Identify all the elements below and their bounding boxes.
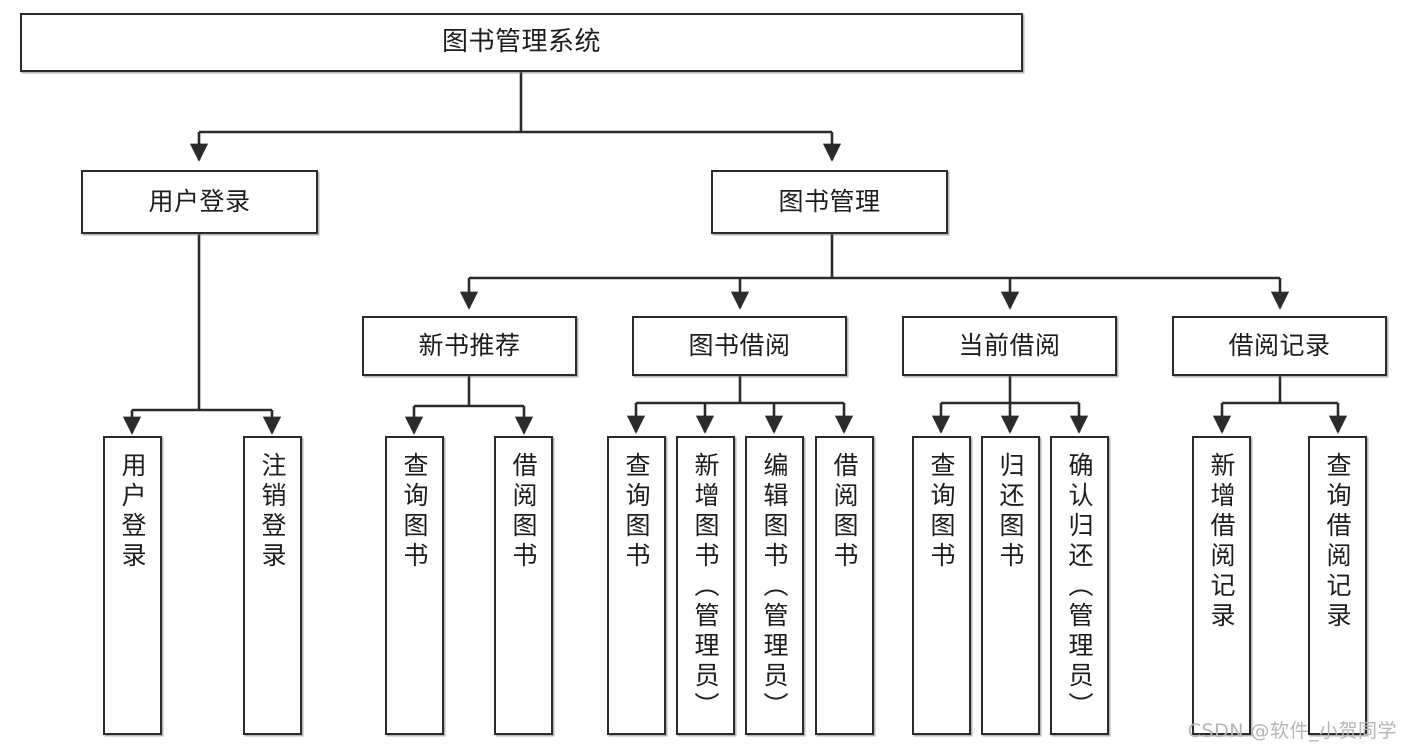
csdn-watermark: CSDN @软件_小贺同学	[1187, 720, 1397, 742]
node-current-borrow[interactable]: 当前借阅	[902, 316, 1117, 376]
leaf-logout[interactable]: 注销登录	[243, 436, 302, 735]
node-label: 查询借阅记录	[1323, 452, 1352, 632]
node-label: 用户登录	[118, 452, 147, 572]
node-label: 归还图书	[996, 452, 1025, 572]
node-book-borrow[interactable]: 图书借阅	[632, 316, 847, 376]
node-user-login[interactable]: 用户登录	[81, 170, 318, 234]
node-label: 借阅记录	[1228, 330, 1331, 360]
node-label: 查询图书	[622, 452, 651, 572]
node-label: 查询图书	[927, 452, 956, 572]
node-book-management[interactable]: 图书管理	[711, 170, 948, 234]
node-label: 新增借阅记录	[1207, 452, 1236, 632]
node-label: 确认归还（管理员）	[1065, 452, 1094, 722]
leaf-borrow-edit-book-admin[interactable]: 编辑图书（管理员）	[745, 436, 804, 735]
node-label: 图书管理系统	[441, 26, 601, 57]
leaf-records-query-record[interactable]: 查询借阅记录	[1308, 436, 1367, 735]
node-label: 查询图书	[400, 452, 429, 572]
leaf-current-confirm-return-admin[interactable]: 确认归还（管理员）	[1050, 436, 1109, 735]
leaf-newbook-query-books[interactable]: 查询图书	[385, 436, 444, 735]
leaf-user-login[interactable]: 用户登录	[103, 436, 162, 735]
node-label: 注销登录	[258, 452, 287, 572]
leaf-records-add-record[interactable]: 新增借阅记录	[1192, 436, 1251, 735]
node-borrow-records[interactable]: 借阅记录	[1172, 316, 1387, 376]
node-label: 借阅图书	[830, 452, 859, 572]
node-new-book-recommend[interactable]: 新书推荐	[362, 316, 577, 376]
node-label: 当前借阅	[958, 330, 1061, 360]
node-label: 图书借阅	[688, 330, 791, 360]
node-label: 借阅图书	[509, 452, 538, 572]
node-root-system[interactable]: 图书管理系统	[20, 13, 1023, 72]
node-label: 编辑图书（管理员）	[760, 452, 789, 722]
leaf-current-return-books[interactable]: 归还图书	[981, 436, 1040, 735]
node-label: 用户登录	[148, 186, 251, 216]
leaf-borrow-query-books[interactable]: 查询图书	[607, 436, 666, 735]
leaf-current-query-books[interactable]: 查询图书	[912, 436, 971, 735]
leaf-borrow-add-book-admin[interactable]: 新增图书（管理员）	[676, 436, 735, 735]
node-label: 图书管理	[778, 186, 881, 216]
node-label: 新增图书（管理员）	[691, 452, 720, 722]
leaf-newbook-borrow-books[interactable]: 借阅图书	[494, 436, 553, 735]
leaf-borrow-borrow-books[interactable]: 借阅图书	[815, 436, 874, 735]
node-label: 新书推荐	[418, 330, 521, 360]
